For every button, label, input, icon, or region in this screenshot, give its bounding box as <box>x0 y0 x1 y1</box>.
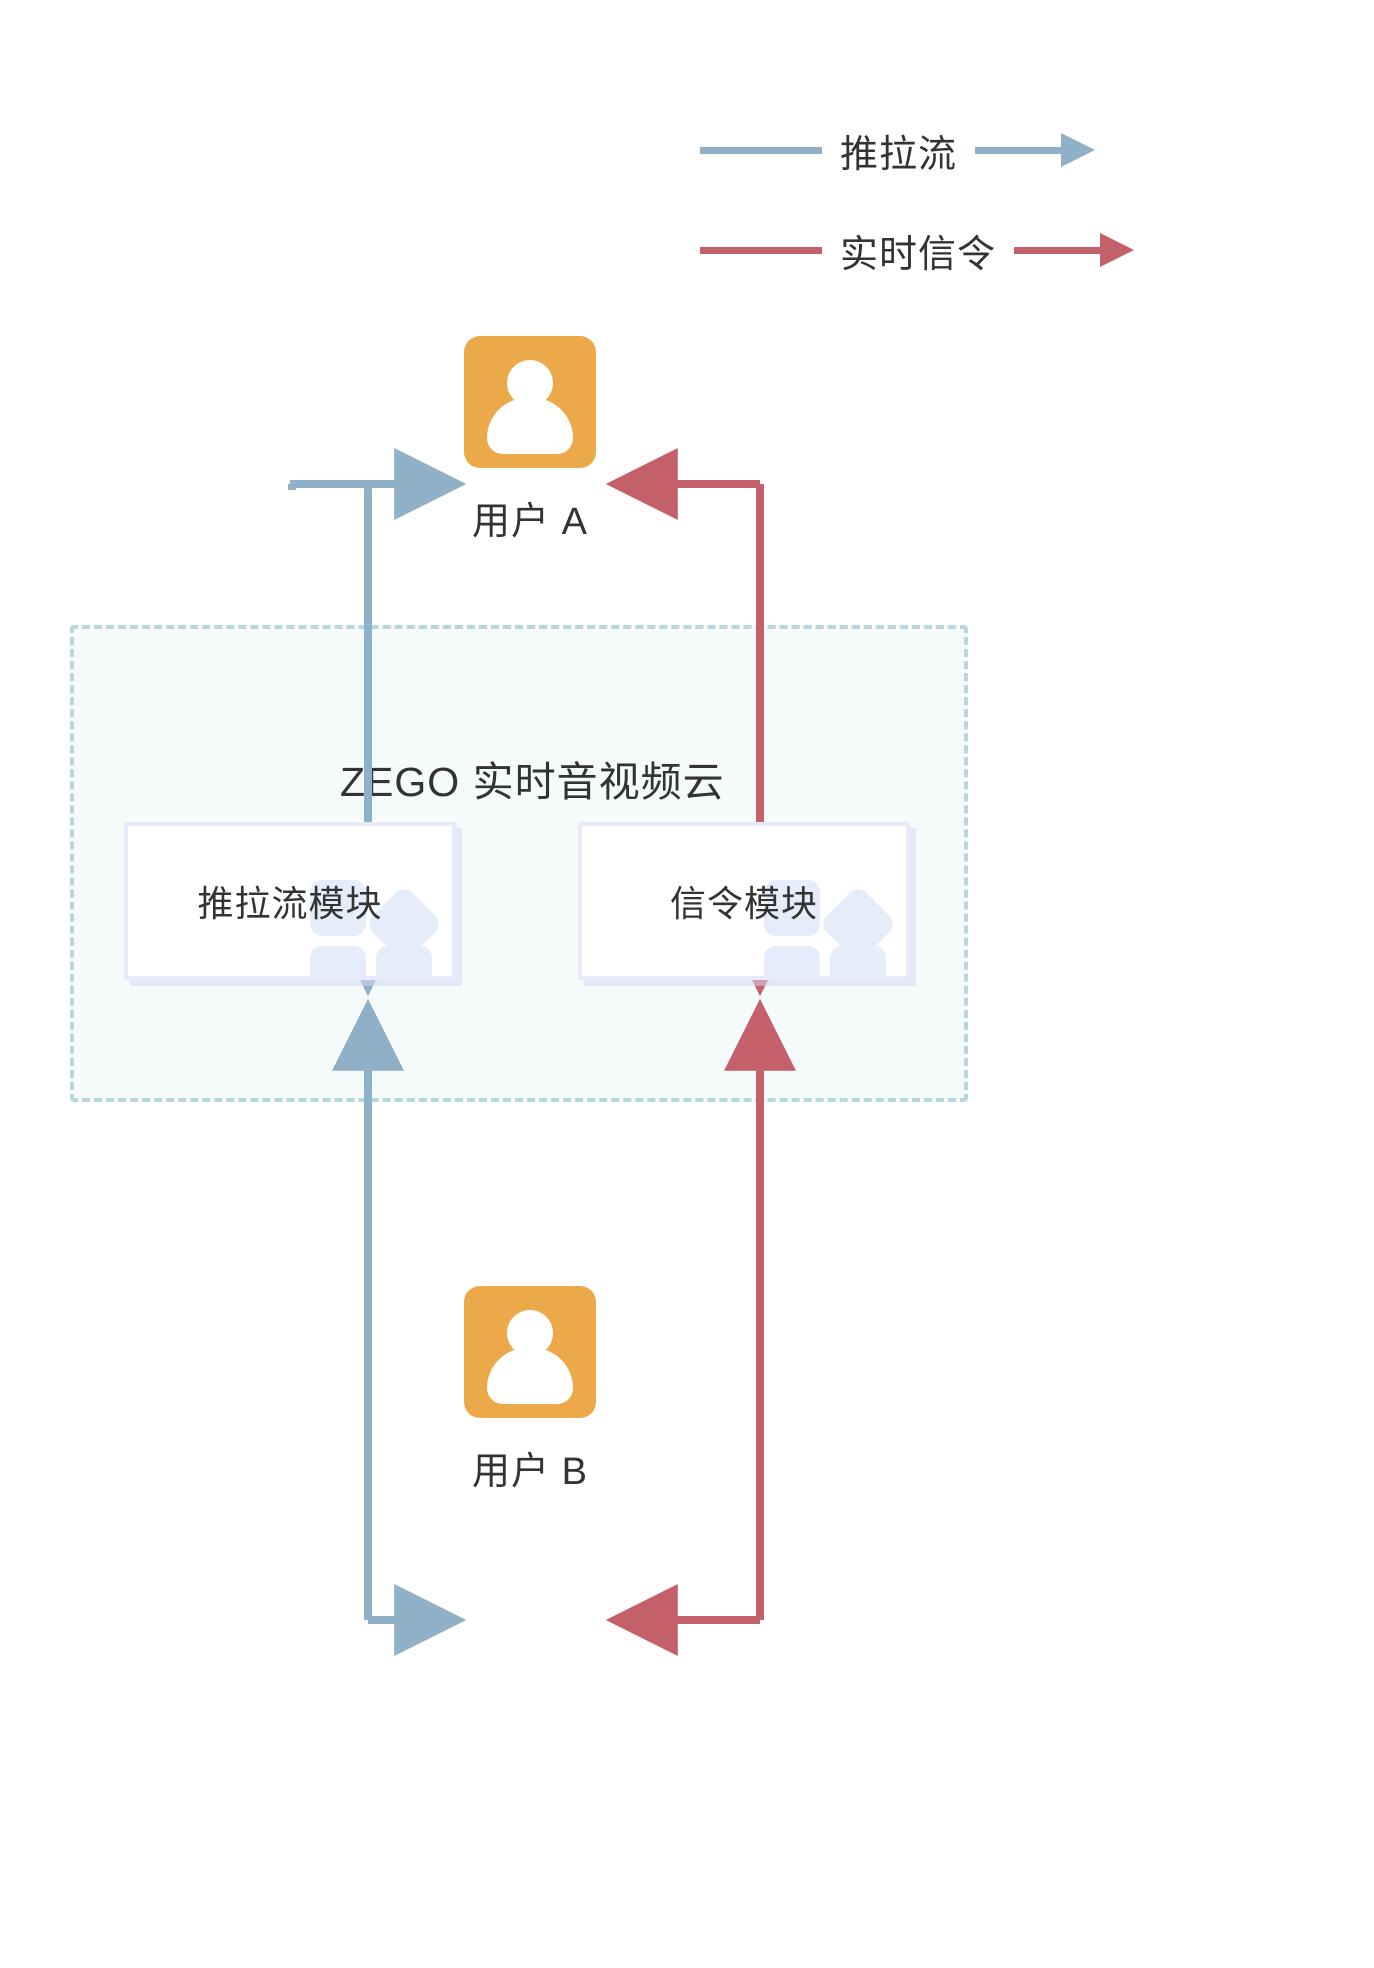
legend-item-stream: 推拉流 <box>700 120 1134 180</box>
legend-item-signal: 实时信令 <box>700 220 1135 280</box>
user-b-label: 用户 B <box>472 1451 588 1493</box>
user-b[interactable]: 用户 B <box>400 1286 660 1495</box>
avatar-body-shape <box>487 398 573 454</box>
module-stream[interactable]: 推拉流模块 <box>124 822 456 980</box>
user-a[interactable]: 用户 A <box>400 336 660 545</box>
solid-line-icon <box>700 146 822 154</box>
arrow-right-icon <box>975 133 1096 167</box>
avatar-body-shape <box>487 1348 573 1404</box>
module-stream-label: 推拉流模块 <box>197 883 383 924</box>
user-avatar-icon <box>464 336 596 468</box>
arrow-right-icon <box>1014 233 1135 267</box>
legend-label-signal: 实时信令 <box>840 233 997 276</box>
legend: 推拉流 实时信令 <box>700 120 1135 280</box>
module-signal[interactable]: 信令模块 <box>578 822 910 980</box>
module-decoration-icon <box>310 880 439 976</box>
user-avatar-icon <box>464 1286 596 1418</box>
module-signal-label: 信令模块 <box>669 883 818 924</box>
solid-line-icon <box>700 246 822 254</box>
cloud-title: ZEGO 实时音视频云 <box>340 759 725 805</box>
legend-label-stream: 推拉流 <box>840 133 958 176</box>
user-a-label: 用户 A <box>472 501 588 543</box>
